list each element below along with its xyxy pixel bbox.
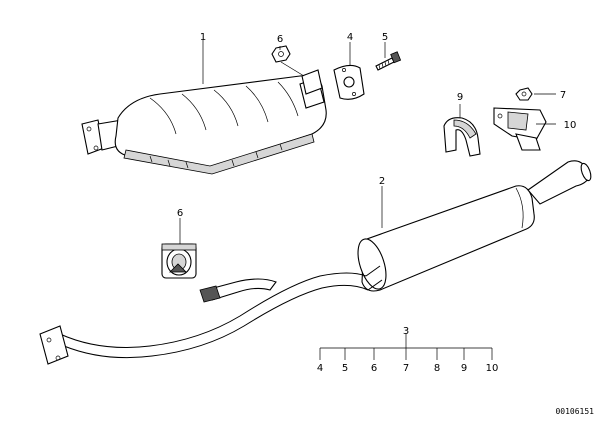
hanger-ring [161, 243, 197, 279]
kit-label-9: 9 [461, 363, 467, 374]
diagram-reference-number: 00106151 [555, 407, 594, 416]
callout-1: 1 [200, 32, 206, 43]
rubber-mount [443, 117, 481, 157]
bolt [375, 51, 402, 71]
callout-2: 2 [379, 176, 385, 187]
callout-7: 7 [560, 90, 566, 101]
callout-6-top: 6 [277, 34, 283, 45]
callout-4: 4 [347, 32, 353, 43]
callout-9: 9 [457, 92, 463, 103]
rear-muffler [357, 160, 592, 292]
kit-label-10: 10 [486, 363, 499, 374]
callout-5: 5 [382, 32, 388, 43]
nut [271, 45, 305, 77]
gasket [333, 64, 365, 100]
kit-label-5: 5 [342, 363, 348, 374]
callout-6-left: 6 [177, 208, 183, 219]
callout-3: 3 [403, 326, 409, 337]
kit-label-4: 4 [317, 363, 323, 374]
mounting-bracket [493, 107, 547, 151]
kit-label-8: 8 [434, 363, 440, 374]
catalytic-converter [81, 69, 327, 175]
callout-10: 10 [564, 120, 577, 131]
kit-label-6: 6 [371, 363, 377, 374]
leader-lines [179, 40, 556, 360]
kit-label-7: 7 [403, 363, 409, 374]
front-pipe [39, 265, 383, 365]
small-nut [515, 87, 533, 101]
